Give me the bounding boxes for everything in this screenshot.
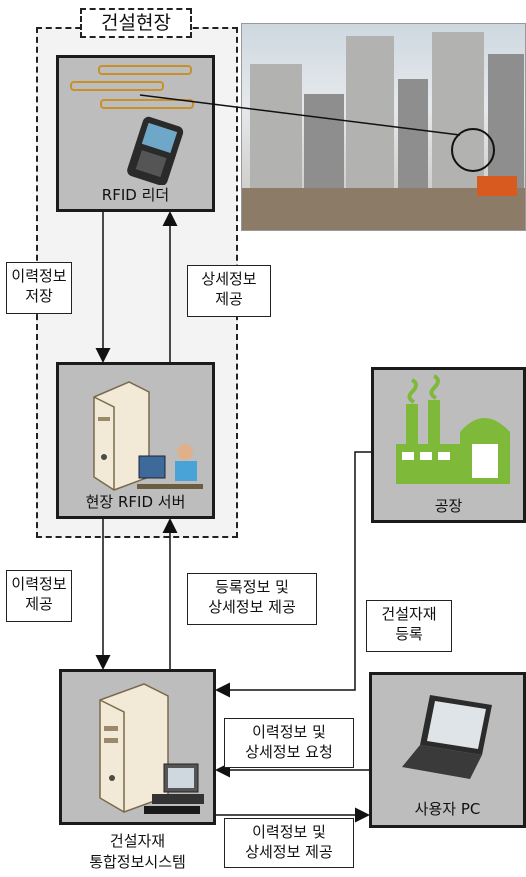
integrated-system-label-2: 통합정보시스템	[89, 853, 186, 871]
note-registration-detail-provide: 등록정보 및 상세정보 제공	[187, 573, 317, 625]
user-pc-box: 사용자 PC	[369, 672, 526, 828]
note-history-detail-provide: 이력정보 및 상세정보 제공	[224, 818, 354, 868]
note-history-provide: 이력정보 제공	[6, 570, 72, 622]
rfid-tag-icon	[70, 65, 194, 109]
construction-site-title: 건설현장	[80, 8, 192, 38]
factory-box: 공장	[371, 367, 526, 523]
rfid-reader-label: RFID 리더	[101, 186, 170, 204]
note-detail-provide: 상세정보 제공	[187, 265, 271, 317]
arrow-factory-to-system	[215, 451, 371, 698]
factory-icon	[396, 374, 510, 484]
callout-circle	[451, 128, 495, 172]
site-rfid-server-box: 현장 RFID 서버	[56, 362, 215, 519]
rfid-reader-box: RFID 리더	[56, 55, 215, 212]
workstation-operator-icon	[137, 444, 203, 489]
handheld-reader-icon	[127, 116, 184, 185]
laptop-icon	[402, 695, 492, 779]
integrated-system-label-1: 건설자재	[109, 832, 166, 850]
note-history-request: 이력정보 및 상세정보 요청	[224, 718, 354, 768]
user-pc-label: 사용자 PC	[414, 800, 481, 818]
site-server-label: 현장 RFID 서버	[85, 493, 186, 511]
server-icon	[99, 683, 169, 813]
integrated-system-box	[59, 669, 216, 825]
workstation-icon	[144, 763, 204, 814]
note-history-store: 이력정보 저장	[6, 262, 72, 314]
server-icon	[93, 381, 150, 491]
note-material-register: 건설자재 등록	[366, 600, 452, 652]
construction-site-photo	[241, 23, 526, 231]
factory-label: 공장	[434, 497, 463, 515]
callout-line	[139, 94, 461, 136]
